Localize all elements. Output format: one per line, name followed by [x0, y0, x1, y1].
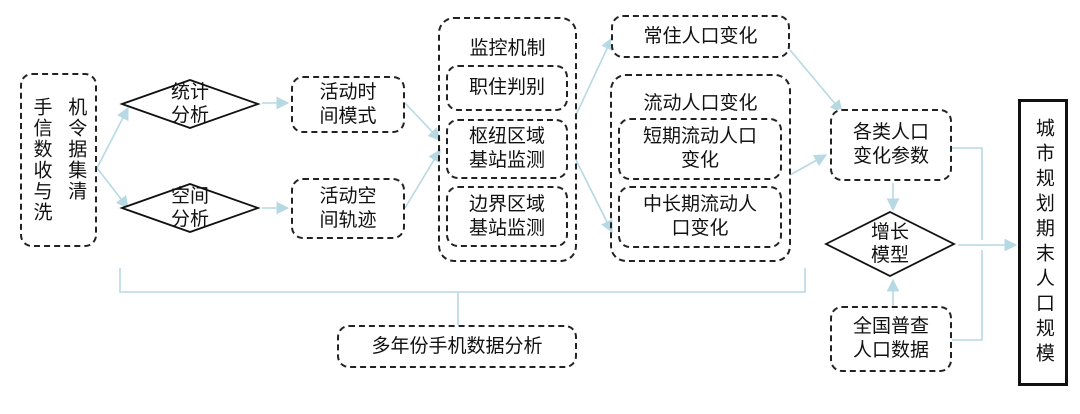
arrow-track-to-monitor — [404, 148, 441, 209]
box-census: 全国普查 人口数据 — [830, 306, 952, 372]
box-long-floating: 中长期流动人 口变化 — [618, 186, 782, 248]
box-activity-time: 活动时 间模式 — [291, 76, 405, 133]
box-multi-year: 多年份手机数据分析 — [337, 325, 577, 368]
arrow-clean-to-space — [96, 167, 129, 210]
arrow-resident-to-params — [789, 49, 843, 113]
box-resident-change: 常住人口变化 — [611, 15, 790, 58]
box-result: 城市规划期末人口规模 — [1018, 99, 1068, 386]
container-monitor: 监控机制 — [438, 17, 577, 262]
data-clean-col2-text: 机令据集清 — [65, 97, 88, 202]
container-floating: 流动人口变化 — [610, 74, 791, 262]
diamond-growth-model — [823, 210, 957, 278]
data-clean-col1: 手信数收与洗 — [30, 97, 53, 223]
box-data-clean: 手信数收与洗 机令据集清 — [20, 73, 97, 247]
diamond-stat-analysis — [119, 79, 261, 129]
arrow-monitor-to-floating — [575, 159, 613, 234]
growth-model-label: 增长 模型 — [870, 221, 909, 266]
arrow-time-to-monitor — [404, 102, 441, 141]
arrow-monitor-to-resident — [575, 36, 613, 116]
stat-analysis-label: 统计 分析 — [170, 81, 209, 126]
floating-title: 流动人口变化 — [643, 92, 758, 114]
monitor-title: 监控机制 — [469, 37, 546, 59]
diamond-space-analysis — [119, 183, 261, 233]
data-clean-col1-text: 手信数收与洗 — [30, 97, 53, 223]
box-hub-station: 枢纽区域 基站监测 — [446, 119, 568, 179]
box-job-residence: 职住判别 — [446, 65, 568, 111]
bracket-multi-year — [119, 268, 806, 293]
box-short-floating: 短期流动人口 变化 — [618, 118, 782, 180]
arrow-floating-to-params — [789, 154, 828, 176]
box-activity-space: 活动空 间轨迹 — [291, 178, 405, 239]
data-clean-col2: 机令据集清 — [65, 97, 88, 223]
box-params: 各类人口 变化参数 — [830, 109, 952, 181]
arrow-clean-to-stat — [96, 106, 129, 169]
line-params-to-result — [952, 147, 983, 240]
space-analysis-label: 空间 分析 — [170, 185, 209, 230]
line-census-to-result — [952, 250, 983, 341]
box-border-station: 边界区域 基站监测 — [446, 186, 568, 247]
result-text: 城市规划期末人口规模 — [1032, 117, 1055, 368]
